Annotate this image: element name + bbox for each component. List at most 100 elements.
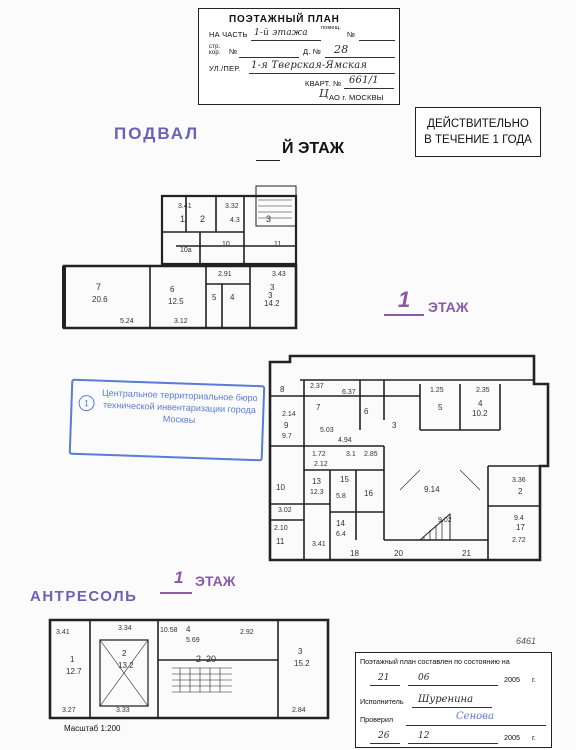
room-label: 20 [394, 549, 403, 558]
room-label: 8 [280, 385, 285, 394]
part-label: НА ЧАСТЬ [209, 30, 248, 39]
date2-year: 2005 [504, 733, 520, 742]
date1-day: 21 [378, 673, 390, 683]
mezzanine-stamp: АНТРЕСОЛЬ [30, 588, 138, 605]
room-label: 10.2 [472, 409, 488, 418]
room-label: 18 [350, 549, 359, 558]
date2-day: 26 [378, 731, 390, 741]
mezzanine-floor-number: 1 [174, 568, 184, 587]
room-label: 12.7 [66, 667, 82, 676]
room-label: 17 [516, 523, 525, 532]
room-label: 1 [180, 214, 185, 224]
district-label: АО г. МОСКВЫ [329, 93, 384, 102]
room-label: 3 [270, 283, 275, 292]
room-label: 4.94 [338, 437, 352, 444]
room-label: 1.72 [312, 451, 326, 458]
room-label: 5.03 [320, 427, 334, 434]
room-label: 5 [438, 403, 443, 412]
date2-month: 12 [418, 731, 430, 741]
room-label: 9.4 [514, 515, 524, 522]
room-label: 2.92 [240, 629, 254, 636]
room-label: 11 [274, 241, 281, 248]
date1-year: 2005 [504, 675, 520, 684]
building-no: № [229, 47, 238, 56]
room-label: 2.37 [310, 383, 324, 390]
room-label: 14 [336, 519, 345, 528]
mezzanine-floor-suffix: ЭТАЖ [195, 573, 236, 589]
block-number: 661/1 [349, 75, 379, 86]
premises-label: помещ. [321, 25, 342, 31]
first-floor-suffix: ЭТАЖ [428, 299, 469, 315]
room-label: 3.33 [116, 707, 130, 714]
room-label: 20.6 [92, 295, 108, 304]
room-label: 6 [364, 407, 369, 416]
room-label: 2.10 [274, 525, 288, 532]
scale-label: Масштаб 1:200 [64, 724, 121, 733]
room-label: 5.24 [120, 318, 134, 325]
room-label: 6 [170, 285, 175, 294]
room-label: 3.34 [118, 625, 132, 632]
block-label: КВАРТ. № [305, 79, 342, 88]
room-label: 12.3 [310, 489, 324, 496]
room-label: 5.8 [336, 493, 346, 500]
room-label: 3.1 [346, 451, 356, 458]
room-label: 15.2 [294, 659, 310, 668]
street-handwriting: 1-я Тверская-Ямская [251, 60, 368, 71]
checked-label: Проверил [360, 715, 394, 724]
stamp-number: 6461 [516, 636, 537, 646]
street-label: УЛ./ПЕР. [209, 64, 241, 73]
room-label: 3.36 [512, 477, 526, 484]
room-label: 3.41 [178, 203, 192, 210]
room-label: 5 [212, 293, 217, 302]
first-floor-number: 1 [398, 287, 411, 312]
room-label: 13.2 [118, 661, 134, 670]
room-label: 12.5 [168, 297, 184, 306]
room-label: 1 [70, 655, 75, 664]
room-label: 10a [180, 247, 192, 254]
validity-box: ДЕЙСТВИТЕЛЬНО В ТЕЧЕНИЕ 1 ГОДА [415, 107, 541, 157]
checked-signature: Сенова [456, 711, 494, 722]
basement-plan [62, 185, 298, 330]
premises-no: № [347, 30, 356, 39]
room-label: 10 [222, 241, 230, 248]
room-label: 21 [462, 549, 471, 558]
part-handwriting: 1-й этажа [254, 28, 308, 38]
room-label: 2.91 [218, 271, 232, 278]
room-label: 13 [312, 477, 321, 486]
room-label: 4 [478, 399, 483, 408]
validity-line1: ДЕЙСТВИТЕЛЬНО [427, 118, 529, 130]
compiled-as-of-label: Поэтажный план составлен по состоянию на [360, 657, 510, 666]
room-label: 2 [122, 649, 127, 658]
room-label: 6.4 [336, 531, 346, 538]
room-labels: 3.41 1 2 3.32 4.3 3 10a 10 11 3.43 7 20.… [56, 203, 526, 714]
first-floor-plan [268, 354, 550, 562]
room-label: 11 [276, 537, 285, 546]
room-label: 5.69 [186, 637, 200, 644]
room-label: 2 [200, 214, 205, 224]
date2-year-suffix: г. [532, 733, 536, 742]
room-label: 9.02 [438, 517, 452, 524]
room-label: 15 [340, 475, 349, 484]
basement-stamp: ПОДВАЛ [114, 124, 200, 143]
room-label: 3.43 [272, 271, 286, 278]
room-label: 14.2 [264, 299, 280, 308]
basement-floor-suffix: Й ЭТАЖ [282, 140, 345, 157]
room-label: 3 [392, 421, 397, 430]
room-label: 1.25 [430, 387, 444, 394]
room-label: 9 [284, 421, 289, 430]
room-label: 4.3 [230, 217, 240, 224]
validity-line2: В ТЕЧЕНИЕ 1 ГОДА [424, 134, 532, 146]
room-label: 3.12 [174, 318, 188, 325]
district-handwriting: Ц [319, 87, 329, 100]
date1-year-suffix: г. [532, 675, 536, 684]
house-label: Д. № [303, 47, 322, 56]
room-label: 2.72 [512, 537, 526, 544]
executor-label: Исполнитель [360, 697, 404, 706]
mezzanine-plan [48, 618, 330, 720]
room-label: 2.84 [292, 707, 306, 714]
room-label: 3 [268, 291, 273, 300]
house-number: 28 [334, 43, 349, 56]
room-label: 2.12 [314, 461, 328, 468]
room-label: 2 [196, 654, 201, 664]
